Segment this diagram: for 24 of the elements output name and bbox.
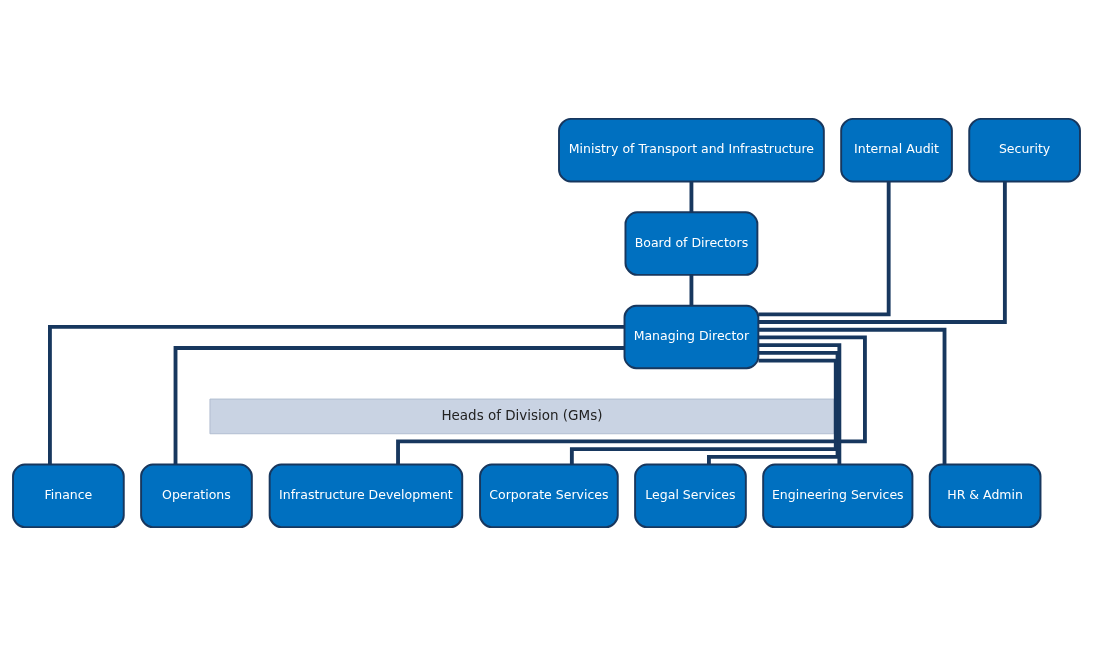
connector [173,346,625,465]
connector [758,181,891,317]
connector [569,358,838,465]
connector [758,181,1007,324]
node-box: Infrastructure Development [268,463,464,529]
node-box: Corporate Services [479,463,619,529]
node-box: Internal Audit [840,117,953,183]
connector [48,324,625,465]
node-box: Legal Services [634,463,747,529]
node-box: Heads of Division (GMs) [209,398,835,435]
connector [689,274,694,306]
connector [396,335,867,465]
node-box: Finance [12,463,125,529]
connector [758,327,947,465]
connector [758,343,842,465]
node-box: Security [968,117,1081,183]
node-box: Ministry of Transport and Infrastructure [558,117,825,183]
node-box: Managing Director [623,304,760,370]
connector [689,181,694,213]
node-box: Board of Directors [624,211,759,276]
node-box: Engineering Services [762,463,914,529]
connector [707,350,840,465]
node-box: HR & Admin [928,463,1042,529]
node-box: Operations [140,463,253,529]
